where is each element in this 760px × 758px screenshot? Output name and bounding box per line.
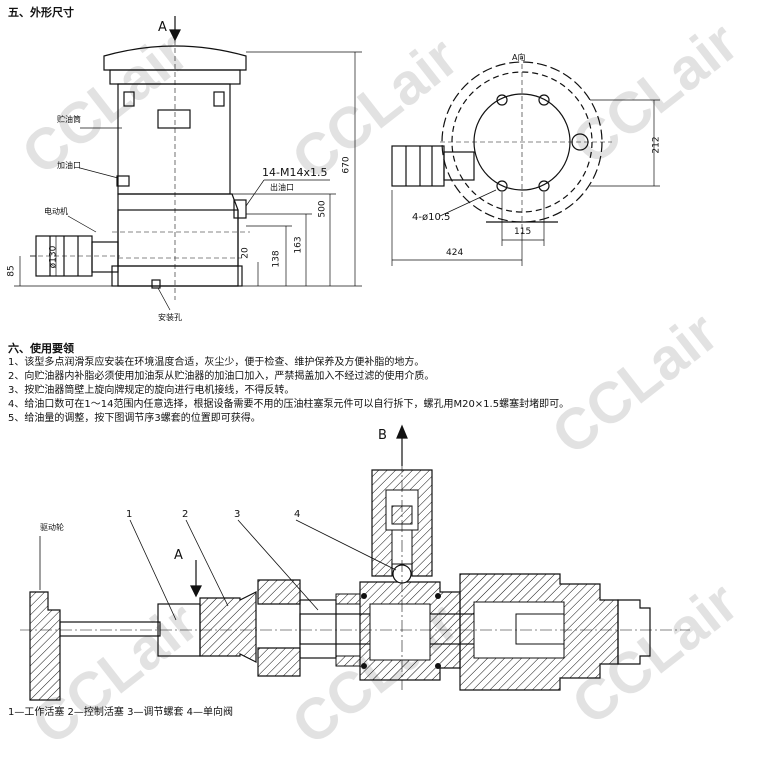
dim-130: ø130 — [48, 245, 59, 269]
flow-label-a: A — [174, 548, 183, 563]
parts-legend: 1—工作活塞 2—控制活塞 3—调节螺套 4—单向阀 — [8, 707, 233, 718]
dim-424: 424 — [446, 248, 464, 258]
outlet-spec-label: 14-M14x1.5 — [262, 166, 328, 179]
view-a-label: A — [158, 20, 167, 35]
dim-212: 212 — [651, 136, 662, 154]
dim-85: 85 — [6, 265, 17, 277]
callout-3: 3 — [234, 509, 241, 520]
dim-670: 670 — [341, 156, 352, 174]
instruction-item: 3、按贮油器筒壁上旋向牌规定的旋向进行电机接线，不得反转。 — [8, 385, 295, 396]
section-title-dimensions: 五、外形尺寸 — [8, 6, 74, 19]
instruction-item: 5、给油量的调整，按下图调节序3螺套的位置即可获得。 — [8, 413, 261, 424]
a-view-title: A向 — [512, 53, 526, 62]
dim-500: 500 — [317, 200, 328, 218]
instruction-item: 2、向贮油器内补脂必须使用加油泵从贮油器的加油口加入，严禁揭盖加入不经过滤的使用… — [8, 371, 435, 382]
front-view-drawing — [14, 16, 362, 311]
dim-20: 20 — [240, 247, 251, 259]
instruction-item: 4、给油口数可在1～14范围内任意选择，根据设备需要不用的压油柱塞泵元件可以自行… — [8, 399, 570, 410]
a-view-drawing — [391, 56, 660, 266]
fill-port-label: 加油口 — [57, 161, 81, 170]
section-title-usage: 六、使用要领 — [8, 342, 74, 355]
motor-label: 电动机 — [44, 207, 68, 216]
dim-115: 115 — [514, 227, 532, 237]
drive-wheel-label: 驱动轮 — [40, 523, 64, 532]
dim-138: 138 — [271, 250, 282, 268]
instruction-item: 1、该型多点润滑泵应安装在环境温度合适，灰尘少，便于检查、维护保养及方便补脂的地… — [8, 357, 425, 368]
flow-label-b: B — [378, 428, 387, 443]
dim-163: 163 — [293, 236, 304, 254]
callout-1: 1 — [126, 509, 133, 520]
reservoir-label: 贮油筒 — [57, 115, 81, 124]
mount-hole-label: 安装孔 — [158, 313, 182, 322]
outlet-label: 出油口 — [270, 183, 294, 192]
callout-4: 4 — [294, 509, 301, 520]
pump-section-drawing — [20, 424, 690, 701]
callout-2: 2 — [182, 509, 189, 520]
dim-bolt-holes: 4-ø10.5 — [412, 212, 451, 223]
